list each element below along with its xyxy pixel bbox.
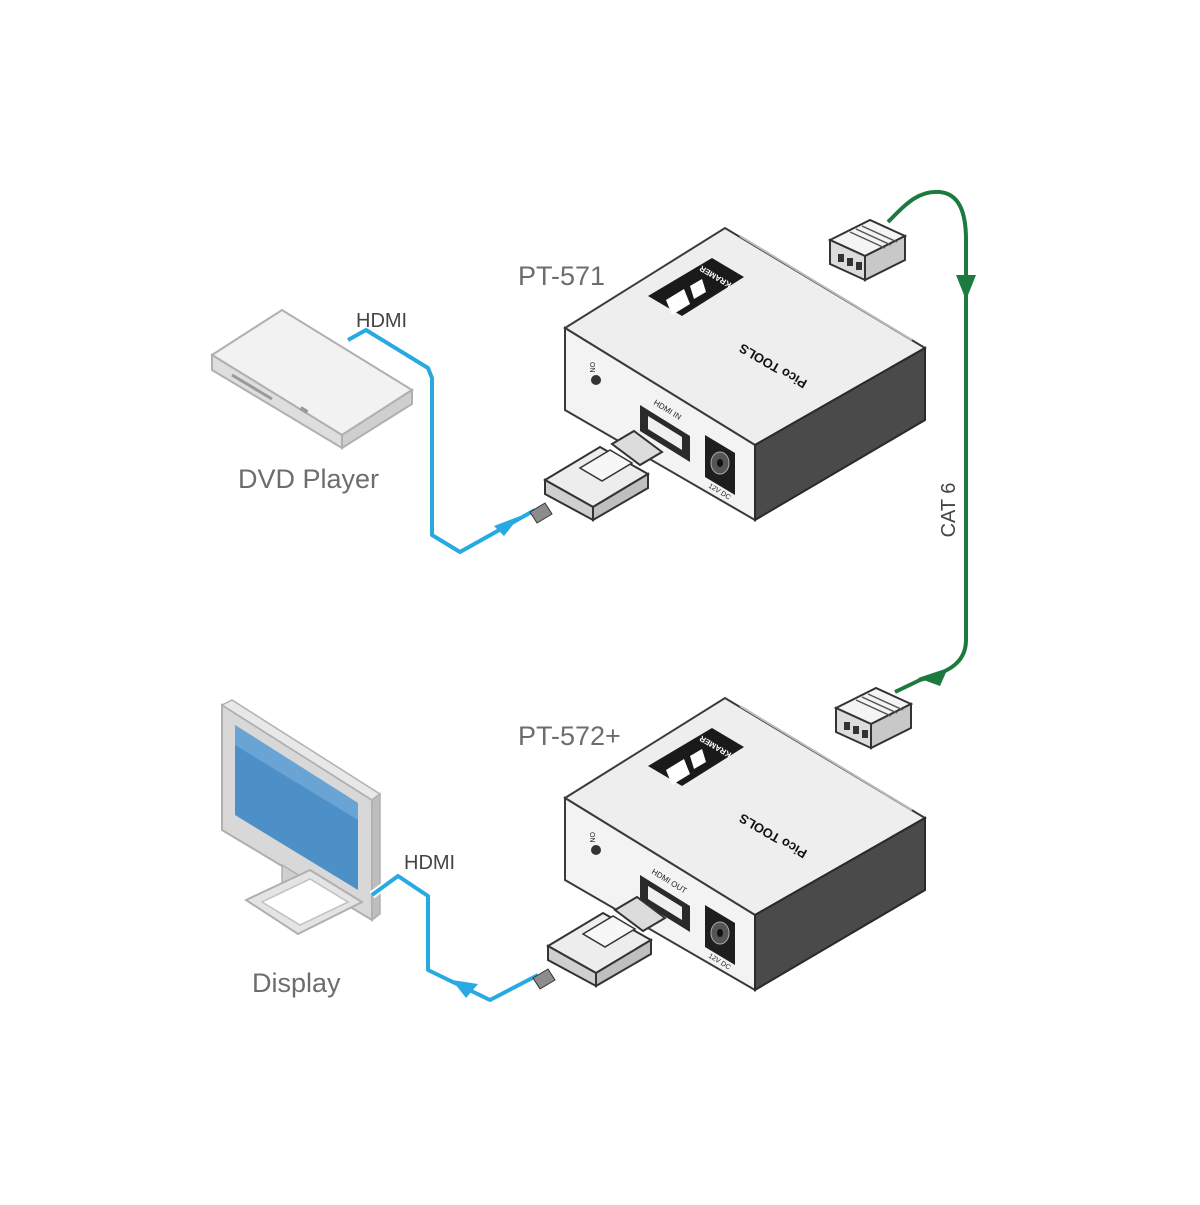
dvd-player-icon: [210, 308, 414, 450]
pt572-side-face: [754, 816, 926, 992]
hdmi-bottom-label: HDMI: [404, 852, 455, 874]
cat6-arrow-down-icon: [956, 275, 976, 300]
pt571-side-face: [754, 346, 926, 522]
kramer-logo-icon: [648, 728, 744, 786]
pt571-model-label: PT-571: [518, 261, 605, 291]
hdmi-cable-top: [346, 326, 664, 556]
hdmi-connector-bottom-icon: [532, 895, 667, 990]
pt572-on-led-icon: [591, 845, 601, 855]
pt571-on-led-icon: [591, 375, 601, 385]
cat6-cable: [886, 189, 976, 694]
rj45-plug-bottom-icon: [833, 686, 914, 750]
hdmi-cable-bottom: [369, 872, 667, 1004]
pt571-power-jack-icon: [705, 435, 735, 495]
pt571-hdmi-port-icon: [640, 405, 690, 462]
display-screen: [235, 725, 358, 890]
hdmi-connector-top-icon: [529, 429, 664, 524]
hdmi-top-arrow-icon: [494, 516, 520, 536]
hdmi-top-label: HDMI: [356, 310, 407, 332]
cat6-arrow-left-icon: [918, 668, 948, 686]
cat6-label: CAT 6: [938, 483, 960, 538]
display-monitor-icon: [220, 699, 382, 936]
pt572-hdmi-port-icon: [640, 875, 690, 932]
pt572-on-label: ON: [588, 832, 595, 843]
rj45-plug-top-icon: [827, 218, 908, 282]
pt571-transmitter: KRAMER Pico TOOLS ON HDMI IN 12V DC: [563, 226, 927, 522]
display-label: Display: [252, 968, 341, 998]
kramer-logo-icon: [648, 258, 744, 316]
dvd-player-label: DVD Player: [238, 464, 379, 494]
hdmi-bottom-arrow-icon: [452, 980, 478, 998]
pt572-power-jack-icon: [705, 905, 735, 965]
pt572-model-label: PT-572+: [518, 721, 621, 751]
pt571-on-label: ON: [588, 362, 595, 373]
